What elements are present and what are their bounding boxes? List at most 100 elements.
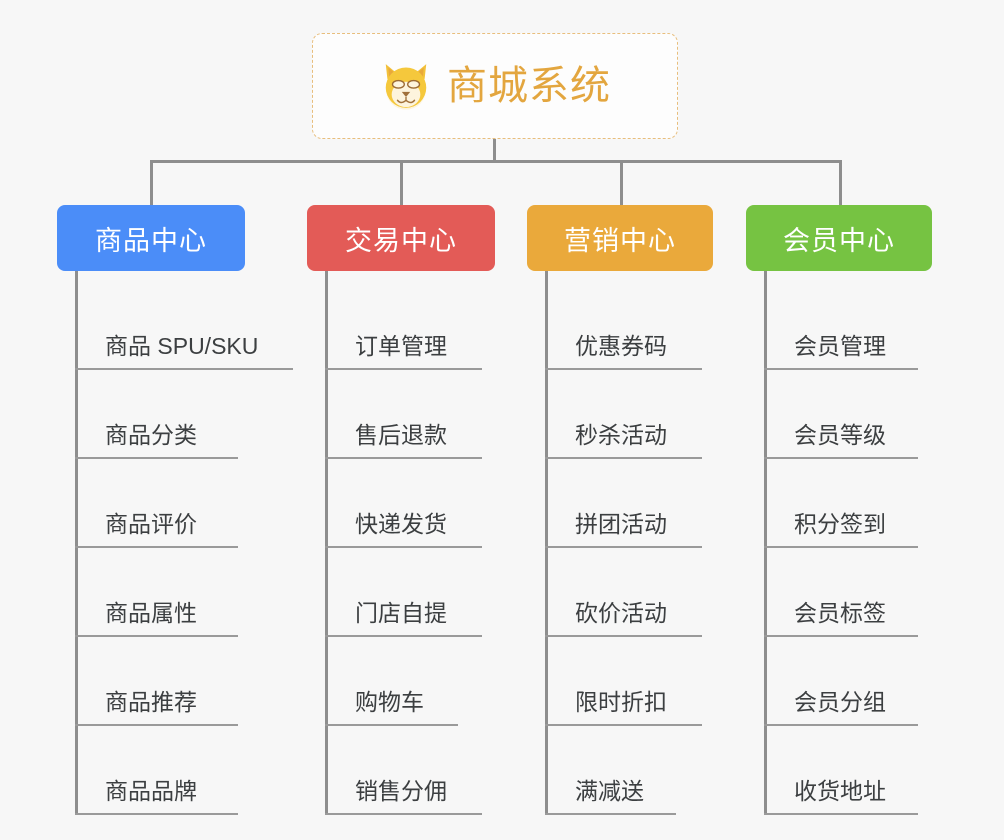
leaf-underline [545, 635, 702, 637]
leaf-item-label: 限时折扣 [575, 688, 667, 715]
root-title: 商城系统 [447, 64, 611, 108]
leaf-item-label: 优惠券码 [575, 332, 667, 359]
leaf-item-label: 会员管理 [794, 332, 886, 359]
dog-face-icon [379, 59, 433, 113]
leaf-underline [325, 368, 482, 370]
leaf-item-label: 积分签到 [794, 510, 886, 537]
category-header-label: 会员中心 [783, 225, 895, 256]
leaf-item-label: 售后退款 [355, 421, 447, 448]
connector-drop-marketing-center [620, 160, 623, 205]
leaf-underline [75, 457, 238, 459]
leaf-underline [545, 724, 702, 726]
leaf-list-product-center: 商品 SPU/SKU 商品分类商品评价商品属性商品推荐商品品牌 [57, 271, 293, 815]
leaf-item[interactable]: 商品评价 [57, 459, 245, 548]
leaf-underline [75, 546, 238, 548]
leaf-item[interactable]: 门店自提 [307, 548, 495, 637]
root-node[interactable]: 商城系统 [312, 33, 678, 139]
leaf-underline [545, 368, 702, 370]
leaf-underline [325, 457, 482, 459]
category-header-label: 营销中心 [564, 225, 676, 256]
leaf-item-label: 订单管理 [355, 332, 447, 359]
leaf-item[interactable]: 秒杀活动 [527, 370, 713, 459]
leaf-underline [75, 368, 293, 370]
connector-drop-product-center [150, 160, 153, 205]
leaf-list-trade-center: 订单管理售后退款快递发货门店自提购物车销售分佣 [307, 271, 495, 815]
leaf-underline [325, 724, 458, 726]
leaf-item[interactable]: 商品属性 [57, 548, 245, 637]
category-column-member-center: 会员中心会员管理会员等级积分签到会员标签会员分组收货地址 [746, 160, 932, 815]
connector-spine-product-center [75, 271, 78, 815]
leaf-item-label: 秒杀活动 [575, 421, 667, 448]
leaf-item-label: 商品品牌 [105, 777, 197, 804]
leaf-item-label: 会员标签 [794, 599, 886, 626]
leaf-list-marketing-center: 优惠券码秒杀活动拼团活动砍价活动限时折扣满减送 [527, 271, 713, 815]
leaf-list-member-center: 会员管理会员等级积分签到会员标签会员分组收货地址 [746, 271, 932, 815]
connector-spine-member-center [764, 271, 767, 815]
connector-spine-marketing-center [545, 271, 548, 815]
leaf-item-label: 商品推荐 [105, 688, 197, 715]
leaf-item-label: 商品分类 [105, 421, 197, 448]
leaf-item[interactable]: 积分签到 [746, 459, 932, 548]
connector-horizontal-bus [150, 160, 840, 163]
leaf-item[interactable]: 售后退款 [307, 370, 495, 459]
leaf-item-label: 门店自提 [355, 599, 447, 626]
category-header-label: 交易中心 [345, 225, 457, 256]
leaf-item[interactable]: 砍价活动 [527, 548, 713, 637]
leaf-item-label: 会员分组 [794, 688, 886, 715]
leaf-item[interactable]: 商品分类 [57, 370, 245, 459]
category-column-marketing-center: 营销中心优惠券码秒杀活动拼团活动砍价活动限时折扣满减送 [527, 160, 713, 815]
leaf-item-label: 砍价活动 [575, 599, 667, 626]
leaf-underline [75, 724, 238, 726]
category-column-product-center: 商品中心商品 SPU/SKU 商品分类商品评价商品属性商品推荐商品品牌 [57, 160, 293, 815]
leaf-item[interactable]: 快递发货 [307, 459, 495, 548]
leaf-underline [764, 368, 918, 370]
leaf-underline [764, 813, 918, 815]
connector-root-stem [493, 139, 496, 163]
category-header-marketing-center[interactable]: 营销中心 [527, 205, 713, 271]
leaf-item[interactable]: 会员管理 [746, 281, 932, 370]
leaf-item[interactable]: 优惠券码 [527, 281, 713, 370]
leaf-item-label: 商品 SPU/SKU [105, 332, 259, 359]
leaf-item-label: 满减送 [575, 777, 644, 804]
leaf-underline [764, 635, 918, 637]
leaf-item[interactable]: 销售分佣 [307, 726, 495, 815]
leaf-item[interactable]: 会员分组 [746, 637, 932, 726]
leaf-item[interactable]: 订单管理 [307, 281, 495, 370]
category-header-product-center[interactable]: 商品中心 [57, 205, 245, 271]
leaf-item-label: 收货地址 [794, 777, 886, 804]
connector-spine-trade-center [325, 271, 328, 815]
leaf-underline [764, 724, 918, 726]
leaf-underline [764, 457, 918, 459]
leaf-item[interactable]: 拼团活动 [527, 459, 713, 548]
leaf-item-label: 快递发货 [355, 510, 447, 537]
leaf-item[interactable]: 限时折扣 [527, 637, 713, 726]
leaf-underline [545, 457, 702, 459]
leaf-item[interactable]: 收货地址 [746, 726, 932, 815]
category-header-trade-center[interactable]: 交易中心 [307, 205, 495, 271]
leaf-item-label: 拼团活动 [575, 510, 667, 537]
leaf-item[interactable]: 购物车 [307, 637, 495, 726]
leaf-underline [325, 635, 482, 637]
leaf-item-label: 销售分佣 [355, 777, 447, 804]
category-header-member-center[interactable]: 会员中心 [746, 205, 932, 271]
leaf-item[interactable]: 会员等级 [746, 370, 932, 459]
leaf-underline [75, 813, 238, 815]
leaf-item-label: 商品属性 [105, 599, 197, 626]
category-header-label: 商品中心 [95, 225, 207, 256]
leaf-item-label: 购物车 [355, 688, 424, 715]
leaf-underline [545, 813, 676, 815]
leaf-item[interactable]: 商品 SPU/SKU [57, 281, 293, 370]
leaf-item[interactable]: 商品推荐 [57, 637, 245, 726]
leaf-underline [325, 546, 482, 548]
connector-drop-trade-center [400, 160, 403, 205]
leaf-underline [325, 813, 482, 815]
leaf-item-label: 商品评价 [105, 510, 197, 537]
leaf-item[interactable]: 会员标签 [746, 548, 932, 637]
leaf-item[interactable]: 商品品牌 [57, 726, 245, 815]
connector-drop-member-center [839, 160, 842, 205]
leaf-underline [75, 635, 238, 637]
leaf-item[interactable]: 满减送 [527, 726, 713, 815]
leaf-underline [764, 546, 918, 548]
leaf-item-label: 会员等级 [794, 421, 886, 448]
